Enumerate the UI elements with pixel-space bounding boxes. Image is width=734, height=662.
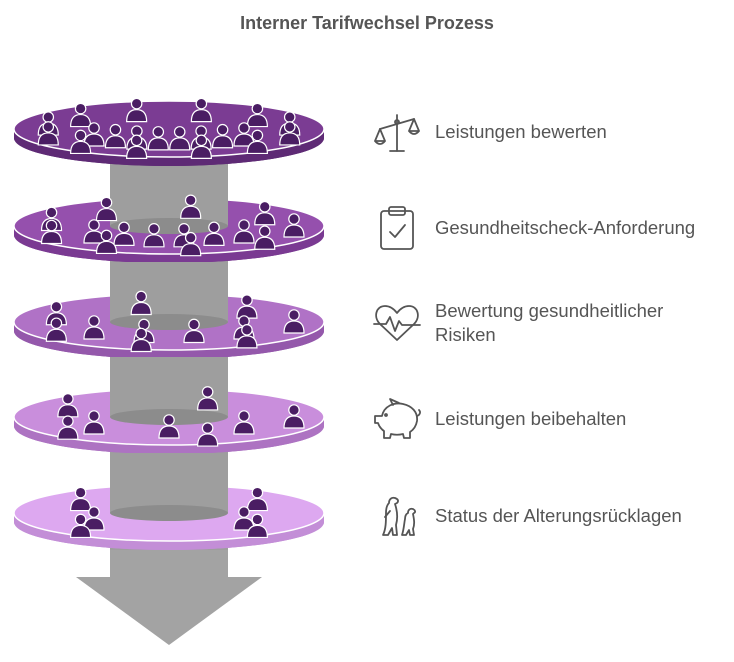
person-icon bbox=[233, 410, 255, 435]
person-icon bbox=[180, 231, 202, 257]
person-icon bbox=[246, 129, 268, 155]
person-icon bbox=[113, 221, 135, 246]
person-icon bbox=[246, 513, 268, 539]
column-cap bbox=[110, 505, 228, 521]
column-cap bbox=[110, 314, 228, 330]
scale-icon bbox=[374, 114, 420, 152]
person-icon bbox=[169, 126, 191, 151]
step-label: Status der Alterungsrücklagen bbox=[435, 505, 682, 526]
funnel-disk bbox=[13, 357, 325, 454]
person-icon bbox=[236, 324, 258, 349]
person-icon bbox=[57, 415, 79, 440]
person-icon bbox=[203, 221, 225, 246]
column-segment bbox=[110, 166, 228, 226]
down-arrow bbox=[76, 548, 262, 645]
person-icon bbox=[130, 290, 152, 316]
person-icon bbox=[283, 404, 305, 429]
person-icon bbox=[104, 123, 127, 149]
person-icon bbox=[190, 97, 212, 123]
person-icon bbox=[126, 134, 148, 159]
person-icon bbox=[197, 386, 219, 411]
person-icon bbox=[233, 122, 255, 147]
person-icon bbox=[70, 102, 92, 128]
person-icon bbox=[254, 225, 276, 250]
funnel-disk bbox=[13, 453, 325, 550]
step-label: Leistungen bewerten bbox=[435, 121, 607, 142]
person-icon bbox=[95, 196, 118, 222]
person-icon bbox=[83, 410, 105, 435]
step-leistungen-beibehalten: Leistungen beibehalten bbox=[372, 384, 727, 454]
person-icon bbox=[283, 213, 305, 238]
person-icon bbox=[254, 200, 276, 226]
piggy-bank-icon bbox=[374, 398, 421, 439]
person-icon bbox=[246, 486, 268, 512]
person-icon bbox=[279, 121, 301, 146]
person-icon bbox=[83, 122, 105, 147]
diagram-title: Interner Tarifwechsel Prozess bbox=[240, 13, 494, 33]
step-risikobewertung: Bewertung gesundheitlicher Risiken bbox=[372, 288, 727, 358]
person-icon bbox=[95, 229, 118, 255]
person-icon bbox=[246, 102, 268, 128]
funnel-disk bbox=[13, 166, 325, 263]
person-icon bbox=[183, 318, 205, 344]
funnel-disk bbox=[13, 262, 325, 359]
step-alterungsruecklagen: Status der Alterungsrücklagen bbox=[372, 481, 727, 551]
person-icon bbox=[83, 506, 105, 531]
step-label: Leistungen beibehalten bbox=[435, 408, 627, 429]
person-icon bbox=[37, 121, 59, 146]
column-cap bbox=[110, 218, 228, 234]
funnel-disk bbox=[13, 97, 325, 166]
person-icon bbox=[233, 506, 255, 531]
person-icon bbox=[197, 422, 219, 447]
person-icon bbox=[45, 317, 67, 342]
column-segment bbox=[110, 262, 228, 322]
column-segment bbox=[110, 453, 228, 513]
person-icon bbox=[130, 327, 152, 353]
person-icon bbox=[83, 219, 105, 244]
person-icon bbox=[40, 219, 63, 245]
person-icon bbox=[180, 194, 202, 219]
person-icon bbox=[190, 134, 212, 159]
person-icon bbox=[233, 219, 255, 244]
step-leistungen-bewerten: Leistungen bewerten bbox=[372, 97, 727, 167]
person-icon bbox=[126, 97, 148, 123]
person-icon bbox=[57, 393, 79, 418]
person-icon bbox=[70, 129, 92, 155]
step-label: Gesundheitscheck-Anforderung bbox=[435, 217, 696, 238]
clipboard-check-icon bbox=[380, 206, 414, 250]
person-icon bbox=[143, 223, 165, 248]
person-icon bbox=[158, 414, 180, 439]
person-icon bbox=[283, 309, 305, 334]
person-icon bbox=[211, 123, 234, 149]
person-icon bbox=[70, 486, 92, 512]
step-gesundheitscheck: Gesundheitscheck-Anforderung bbox=[372, 193, 727, 263]
person-icon bbox=[147, 126, 169, 151]
person-icon bbox=[236, 294, 258, 319]
meerkats-icon bbox=[382, 496, 416, 536]
step-label: Bewertung gesundheitlicher Risiken bbox=[435, 300, 664, 345]
person-icon bbox=[83, 315, 105, 340]
person-icon bbox=[70, 513, 92, 539]
heart-pulse-icon bbox=[373, 305, 421, 341]
